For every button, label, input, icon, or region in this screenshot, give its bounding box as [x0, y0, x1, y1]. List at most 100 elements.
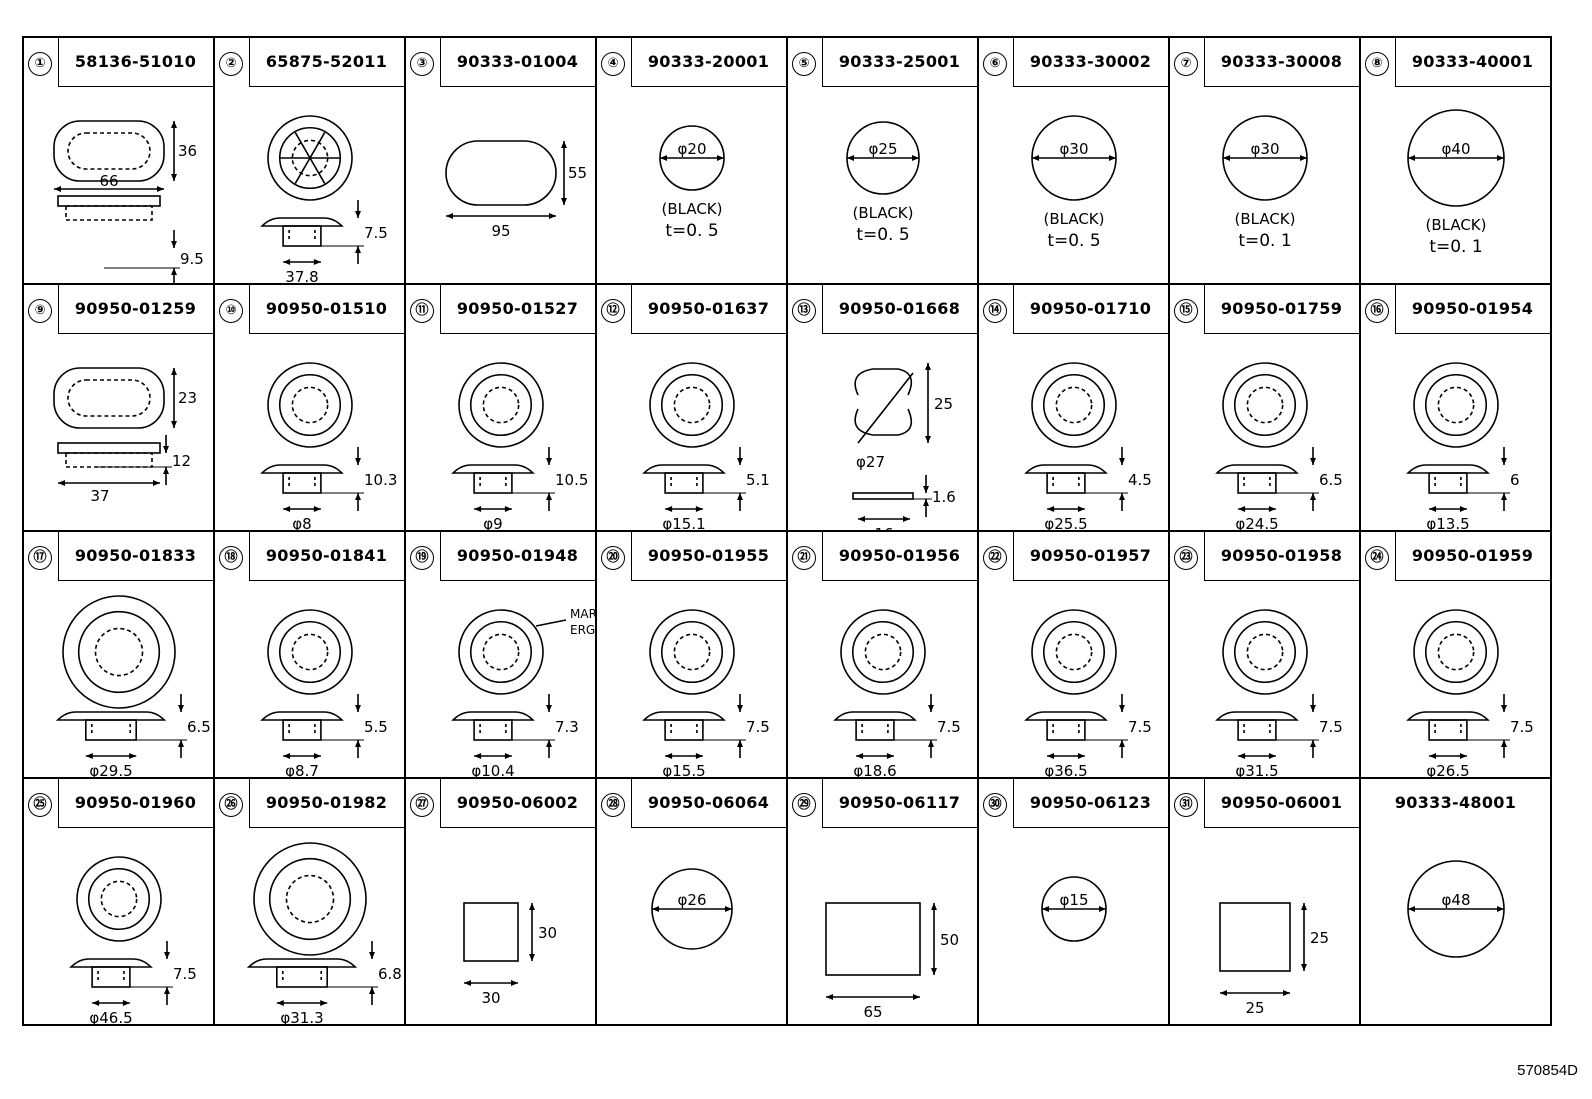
dimension-label: 12 — [172, 452, 191, 470]
part-drawing: φ40(BLACK)t=0. 1 — [1407, 109, 1505, 257]
grommet-outline — [458, 362, 544, 448]
part-drawing: 5.5φ8.7 — [260, 609, 388, 779]
part-number-tab — [822, 38, 977, 87]
part-drawing: φ30(BLACK)t=0. 1 — [1222, 115, 1308, 251]
dimension-label: 7.5 — [937, 718, 961, 736]
item-index-badge: ⑤ — [792, 52, 816, 76]
dimension-label: 6 — [1510, 471, 1520, 489]
part-drawing: φ48 — [1407, 860, 1505, 958]
grommet-outline — [53, 367, 165, 429]
item-index-badge: ⑮ — [1174, 299, 1198, 323]
part-drawing: 7.537.8 — [260, 115, 388, 283]
width-label: 16 — [874, 525, 893, 532]
grommet-outline — [1031, 609, 1117, 695]
diameter-label: φ8.7 — [285, 762, 319, 779]
part-number-tab — [822, 532, 977, 581]
item-index-badge: ① — [28, 52, 52, 76]
diameter-label: φ15.5 — [662, 762, 705, 779]
grommet-outline — [1222, 609, 1308, 695]
part-number: 90333-40001 — [1411, 52, 1534, 71]
part-number-tab — [1013, 532, 1168, 581]
grommet-outline — [267, 362, 353, 448]
part-number-tab — [1204, 38, 1359, 87]
part-number: 90950-01956 — [838, 546, 961, 565]
part-number-tab — [58, 38, 213, 87]
diameter-label: φ25 — [869, 140, 898, 158]
part-number: 58136-51010 — [74, 52, 197, 71]
dimension-label: 7.5 — [173, 965, 197, 983]
grommet-outline — [53, 120, 165, 182]
grommet-outline — [649, 609, 735, 695]
diameter-label: φ24.5 — [1235, 515, 1278, 532]
dimension-label: 5.1 — [746, 471, 770, 489]
dimension-label: 6.5 — [1319, 471, 1343, 489]
part-number: 90950-01710 — [1029, 299, 1152, 318]
grommet-outline — [1031, 362, 1117, 448]
thickness-note: t=0. 5 — [1047, 231, 1100, 251]
part-number-tab — [631, 38, 786, 87]
thickness-note: t=0. 1 — [1429, 237, 1482, 257]
part-number: 90950-01957 — [1029, 546, 1152, 565]
part-number: 90950-01960 — [74, 793, 197, 812]
item-index-badge: ⑥ — [983, 52, 1007, 76]
sheet-outline — [825, 902, 921, 976]
item-index-badge: ㉗ — [410, 793, 434, 817]
thickness-note: t=0. 5 — [856, 225, 909, 245]
diameter-label: φ30 — [1251, 140, 1280, 158]
item-index-badge: ㉚ — [983, 793, 1007, 817]
dimension-label: 7.5 — [364, 224, 388, 242]
item-index-badge: ㉓ — [1174, 546, 1198, 570]
part-drawing: 10.5φ9 — [451, 362, 588, 530]
width-label: 95 — [491, 222, 510, 240]
part-number-tab — [822, 285, 977, 334]
grommet-outline — [1413, 362, 1499, 448]
part-number-tab — [631, 285, 786, 334]
item-index-badge: ⑨ — [28, 299, 52, 323]
dimension-label: 7.5 — [1510, 718, 1534, 736]
width-label: 66 — [99, 172, 118, 190]
item-index-badge: ㉙ — [792, 793, 816, 817]
dimension-label: 9.5 — [180, 250, 204, 268]
part-number-tab — [1204, 285, 1359, 334]
part-number-tab — [1204, 532, 1359, 581]
part-number: 90950-01841 — [265, 546, 388, 565]
thickness-note: t=0. 1 — [1238, 231, 1291, 251]
item-index-badge: ㉘ — [601, 793, 625, 817]
item-index-badge: ㉕ — [28, 793, 52, 817]
part-number-tab — [249, 779, 404, 828]
part-number-tab — [440, 38, 595, 87]
mark-note: MARK= — [570, 607, 597, 621]
height-label: 30 — [538, 924, 557, 942]
diameter-label: φ26 — [678, 891, 707, 909]
mark-note: ERGOφ10 — [570, 623, 597, 637]
part-number-tab — [58, 779, 213, 828]
part-number: 90950-01259 — [74, 299, 197, 318]
part-number: 90950-06117 — [838, 793, 961, 812]
part-drawing: φ26 — [651, 868, 733, 950]
item-index-badge: ㉖ — [219, 793, 243, 817]
